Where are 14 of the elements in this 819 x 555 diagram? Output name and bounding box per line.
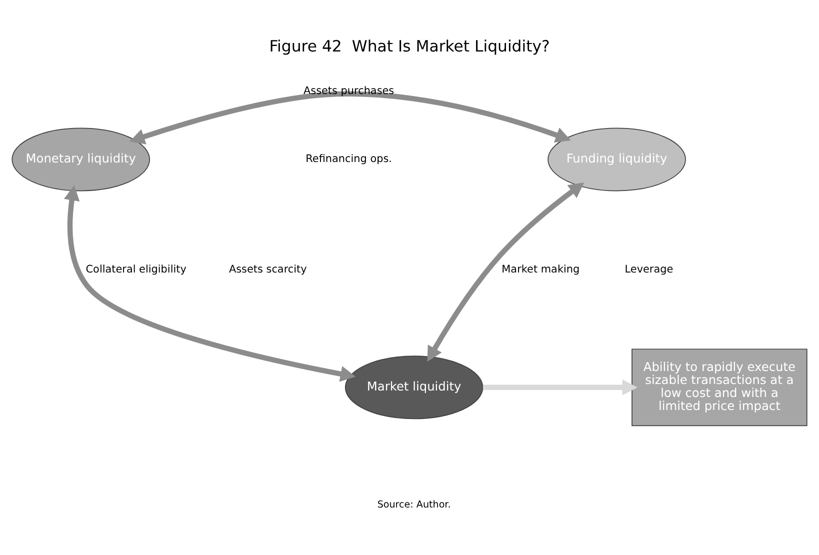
arrow — [482, 378, 638, 395]
label: Assets scarcity — [228, 263, 307, 276]
node-ellipse: Market liquidity — [344, 355, 484, 419]
edge-label: Market making — [502, 263, 580, 276]
arrow — [129, 90, 571, 144]
caption: Source: Author. — [377, 498, 451, 510]
arrow — [427, 182, 584, 362]
edge-label: Assets purchases — [303, 84, 394, 96]
label: Leverage — [624, 263, 674, 276]
arrow — [64, 184, 356, 382]
label: Refinancing ops. — [306, 152, 392, 165]
diagram-title: Figure 42 What Is Market Liquidity? — [269, 36, 550, 55]
edge-label: Collateral eligibility — [86, 263, 186, 276]
node-box: Ability to rapidly execute sizable transactions at a low cost and with a limited price impact — [632, 348, 808, 426]
